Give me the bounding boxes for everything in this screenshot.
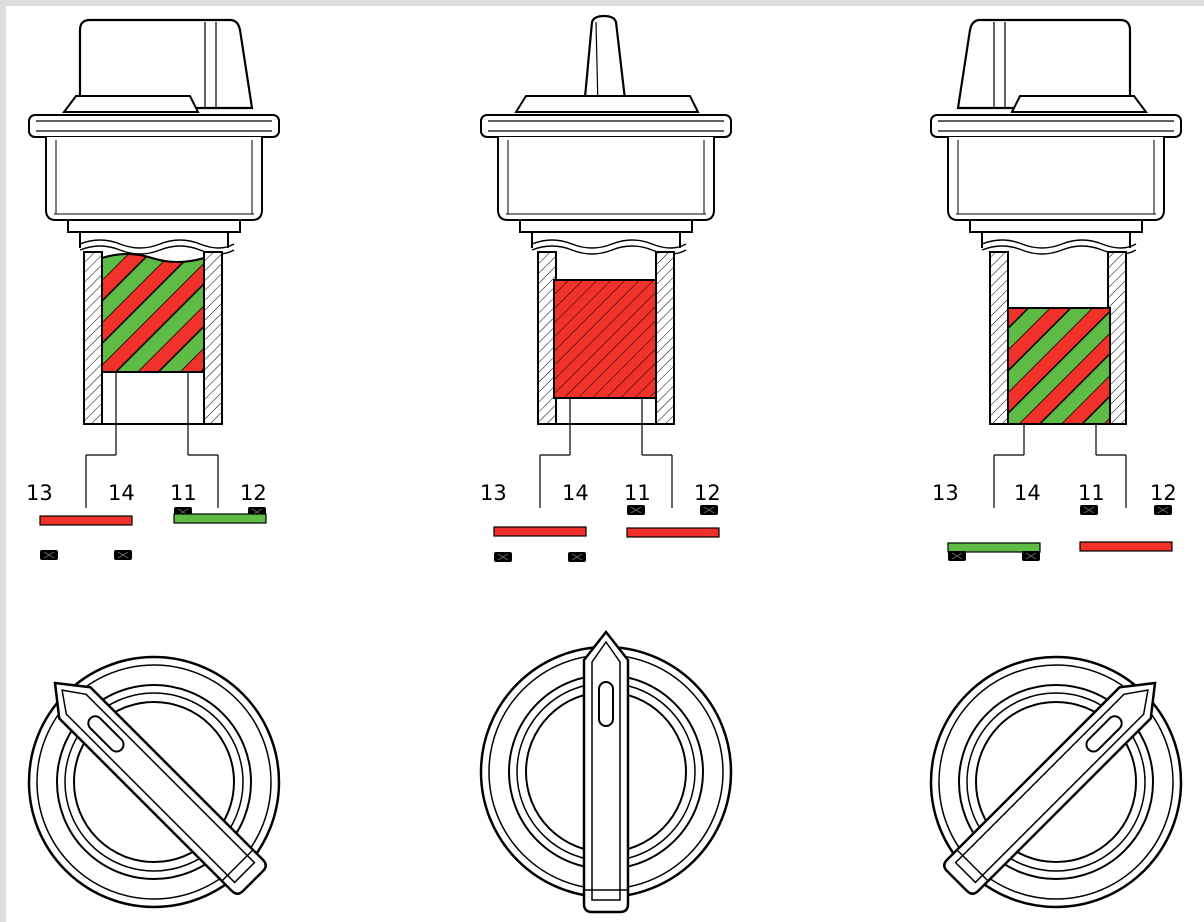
- terminal-13-label-center: 13: [480, 481, 507, 505]
- contact-pad: [113, 549, 133, 561]
- terminal-11-label-right: 11: [1078, 481, 1105, 505]
- contact-11-12-left: [173, 513, 267, 524]
- panel-left: 13 14 11 12: [26, 18, 281, 909]
- contact-11-12-right: [1079, 541, 1173, 552]
- panel-center: 13 14 11 12: [479, 14, 733, 914]
- contact-13-14-center: [493, 526, 587, 537]
- contact-pad: [493, 551, 513, 563]
- terminal-14-label-left: 14: [108, 481, 135, 505]
- terminal-14-label-center: 14: [562, 481, 589, 505]
- panel-right: 13 14 11 12: [929, 18, 1183, 909]
- switch-body-right: [930, 18, 1182, 508]
- terminal-12-label-left: 12: [240, 481, 267, 505]
- knob-front-center: [479, 630, 733, 914]
- switch-body-left: [28, 18, 280, 508]
- knob-front-right: [929, 655, 1183, 909]
- contact-pad: [1079, 504, 1099, 516]
- terminal-11-label-center: 11: [624, 481, 651, 505]
- terminal-12-label-right: 12: [1150, 481, 1177, 505]
- switch-body-center: [480, 14, 732, 508]
- terminal-11-label-left: 11: [170, 481, 197, 505]
- contact-pad: [626, 504, 646, 516]
- contact-pad: [947, 550, 967, 562]
- switch-positions-diagram: 13 14 11 12: [26, 14, 1183, 914]
- terminal-13-label-left: 13: [26, 481, 53, 505]
- terminal-14-label-right: 14: [1014, 481, 1041, 505]
- diagram-canvas: 13 14 11 12: [6, 6, 1204, 922]
- contact-13-14-left: [39, 515, 133, 526]
- contact-pad: [39, 549, 59, 561]
- terminal-12-label-center: 12: [694, 481, 721, 505]
- contact-pad: [1021, 550, 1041, 562]
- knob-front-left: [27, 655, 281, 909]
- contact-pad: [1153, 504, 1173, 516]
- contact-11-12-center: [626, 527, 720, 538]
- terminal-13-label-right: 13: [932, 481, 959, 505]
- contact-pad: [567, 551, 587, 563]
- contact-pad: [699, 504, 719, 516]
- contact-13-14-right: [947, 542, 1041, 553]
